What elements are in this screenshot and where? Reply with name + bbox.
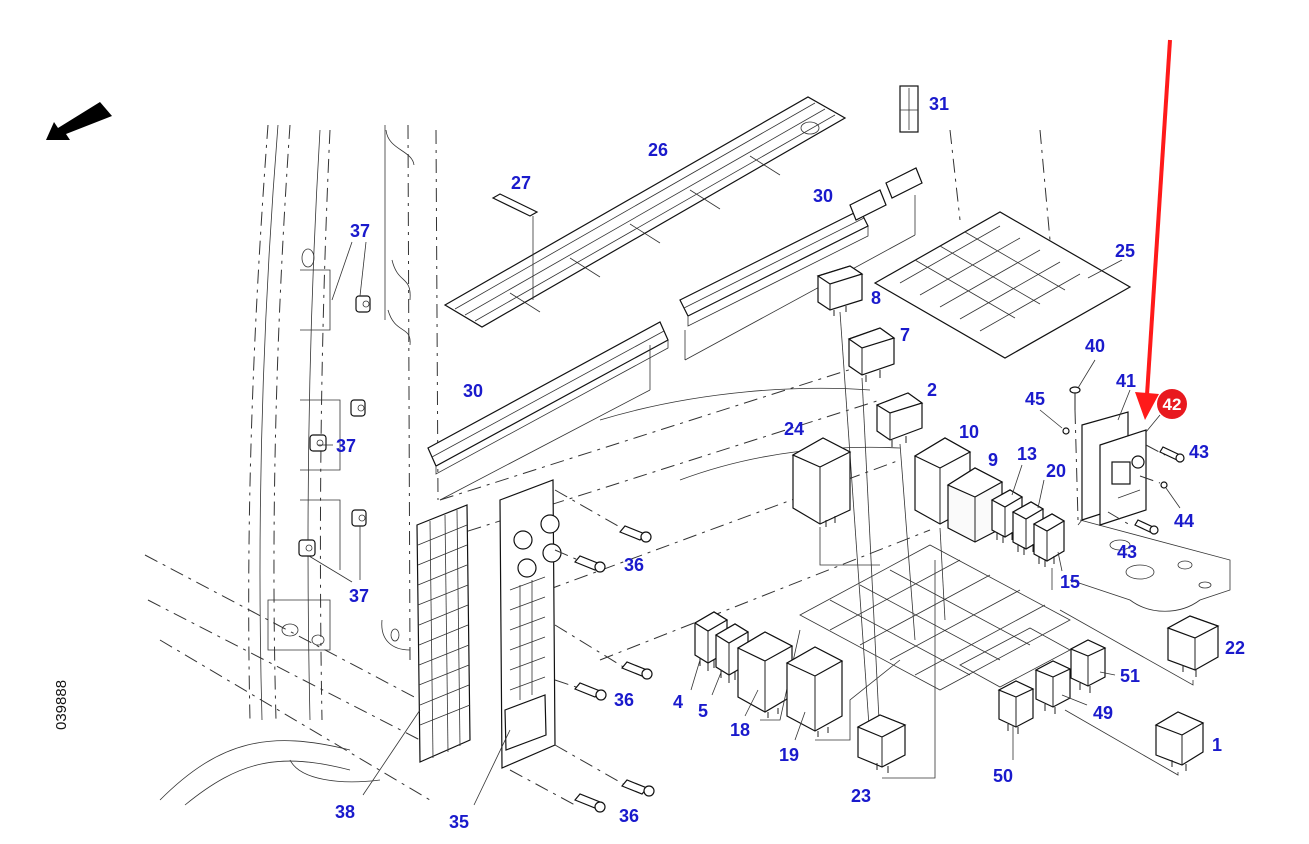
- highlight-badge-label: 42: [1163, 395, 1182, 414]
- relay-22: [1059, 609, 1220, 686]
- screw: [509, 769, 606, 813]
- floor-plate: [1069, 519, 1231, 612]
- screw: [554, 624, 653, 680]
- callout-label[interactable]: 9: [988, 450, 998, 470]
- callout-label[interactable]: 44: [1174, 511, 1194, 531]
- callout-label[interactable]: 5: [698, 701, 708, 721]
- relay-49: [1034, 660, 1072, 714]
- callout-label[interactable]: 36: [614, 690, 634, 710]
- callout-label[interactable]: 20: [1046, 461, 1066, 481]
- callout-label[interactable]: 51: [1120, 666, 1140, 686]
- callout-label[interactable]: 31: [929, 94, 949, 114]
- connector-panel: [499, 479, 562, 769]
- callout-label[interactable]: 2: [927, 380, 937, 400]
- callout-label[interactable]: 23: [851, 786, 871, 806]
- relay-50: [997, 680, 1035, 734]
- callout-label[interactable]: 4: [673, 692, 683, 712]
- callout-label[interactable]: 38: [335, 802, 355, 822]
- leader-lines: [308, 241, 1181, 806]
- clips-37: [298, 295, 371, 557]
- cab-frame-structure: [144, 124, 1051, 806]
- relay-23: [856, 560, 936, 779]
- callout-label[interactable]: 37: [349, 586, 369, 606]
- callout-label[interactable]: 26: [648, 140, 668, 160]
- clip: [298, 539, 316, 557]
- relay-24: [791, 437, 880, 566]
- relay-18: [736, 629, 801, 721]
- clip: [350, 399, 366, 417]
- callout-label[interactable]: 41: [1116, 371, 1136, 391]
- clip: [309, 434, 327, 452]
- highlight-badge[interactable]: 42: [1157, 389, 1187, 419]
- screw: [554, 549, 606, 573]
- callout-label[interactable]: 18: [730, 720, 750, 740]
- callout-label[interactable]: 35: [449, 812, 469, 832]
- screw-40: [1069, 386, 1081, 521]
- callout-label[interactable]: 43: [1189, 442, 1209, 462]
- screw-43-upper: [1145, 444, 1185, 463]
- drawing-number: 039888: [53, 680, 70, 730]
- screw: [554, 489, 652, 543]
- callout-label[interactable]: 22: [1225, 638, 1245, 658]
- relay-19: [785, 646, 901, 741]
- nut-45: [1062, 427, 1070, 435]
- screw: [554, 744, 655, 797]
- callout-label[interactable]: 49: [1093, 703, 1113, 723]
- callout-label[interactable]: 19: [779, 745, 799, 765]
- small-label: [491, 193, 539, 300]
- clip: [355, 295, 371, 313]
- relay-2: [875, 392, 924, 641]
- callout-label[interactable]: 30: [813, 186, 833, 206]
- screw-43-lower: [1107, 511, 1159, 535]
- callout-label[interactable]: 50: [993, 766, 1013, 786]
- fuse-puller: [899, 85, 919, 133]
- callout-label[interactable]: 30: [463, 381, 483, 401]
- callout-label[interactable]: 40: [1085, 336, 1105, 356]
- highlight-arrow: [1135, 39, 1172, 420]
- callout-label[interactable]: 37: [350, 221, 370, 241]
- relay-15: [1032, 513, 1066, 590]
- callout-label[interactable]: 36: [619, 806, 639, 826]
- fuse-box-label-plate: [873, 211, 1132, 359]
- callout-label[interactable]: 43: [1117, 542, 1137, 562]
- nut-44: [1139, 475, 1168, 489]
- relay-51: [1069, 639, 1107, 693]
- clip: [351, 509, 367, 527]
- screws-36: [509, 489, 655, 813]
- callout-label[interactable]: 13: [1017, 444, 1037, 464]
- relay-8: [816, 265, 871, 741]
- relay-label-sheet: [416, 504, 471, 763]
- callout-label[interactable]: 1: [1212, 735, 1222, 755]
- callout-label[interactable]: 15: [1060, 572, 1080, 592]
- fuse-label-strip: [443, 96, 847, 328]
- callout-label[interactable]: 27: [511, 173, 531, 193]
- callout-label[interactable]: 37: [336, 436, 356, 456]
- callout-label[interactable]: 36: [624, 555, 644, 575]
- callout-label[interactable]: 25: [1115, 241, 1135, 261]
- relay-9: [946, 467, 1004, 543]
- relay-1: [1064, 709, 1205, 776]
- blade-fuse-row-upper: [679, 167, 923, 361]
- controller-assembly: [1062, 386, 1185, 535]
- relay-7: [847, 327, 896, 741]
- callout-label[interactable]: 24: [784, 419, 804, 439]
- callout-label[interactable]: 10: [959, 422, 979, 442]
- callout-label[interactable]: 45: [1025, 389, 1045, 409]
- front-direction-arrow-icon: [46, 102, 112, 140]
- screw: [554, 679, 607, 701]
- controller-unit-42: [1099, 429, 1147, 526]
- callout-labels: 1 2 4 5 7 8 9 10 13 15 18 19 20 22 23 24…: [335, 94, 1245, 832]
- callout-label[interactable]: 8: [871, 288, 881, 308]
- blade-fuse-row-lower: [427, 321, 669, 501]
- callout-label[interactable]: 7: [900, 325, 910, 345]
